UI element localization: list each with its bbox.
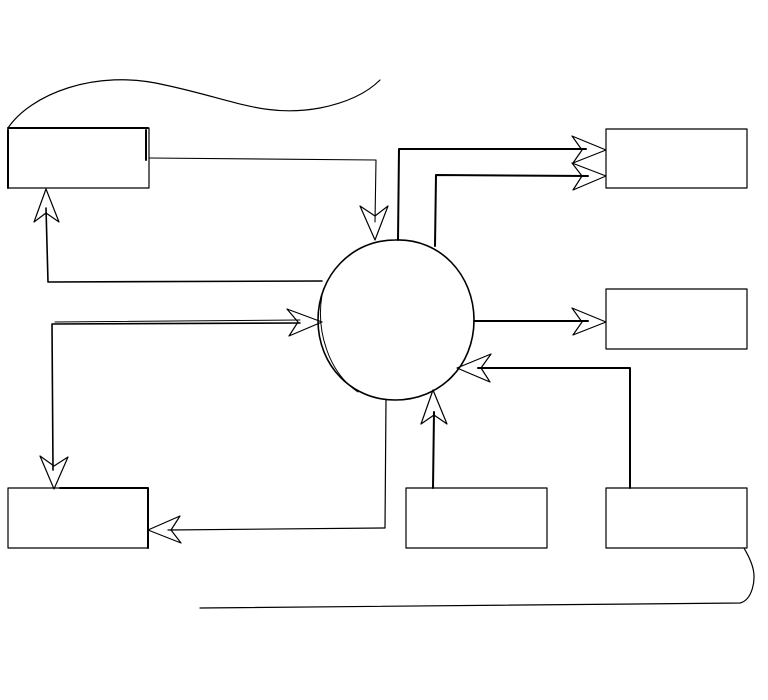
connector-circle-to-bottomleft [147,399,387,544]
connector-circle-to-middleright [473,307,607,336]
connector-circle-to-topright-lower [434,162,607,247]
connector-bottomright-to-circle [456,353,631,489]
connector-bottomcenter-to-circle [420,389,448,489]
box-top-left [7,127,150,189]
box-bottom-center [405,487,548,549]
center-process-circle [317,239,475,401]
top-wavy-curve [7,79,381,129]
box-bottom-left [7,487,149,549]
box-middle-right [605,288,748,350]
connector-circle-to-topleft [33,188,323,283]
connector-topleft-to-circle [148,157,389,241]
connector-circle-bottomleft-loop [39,308,323,490]
box-top-right [605,128,748,189]
box-bottom-right [605,487,748,549]
bottom-hook-line [199,547,755,609]
